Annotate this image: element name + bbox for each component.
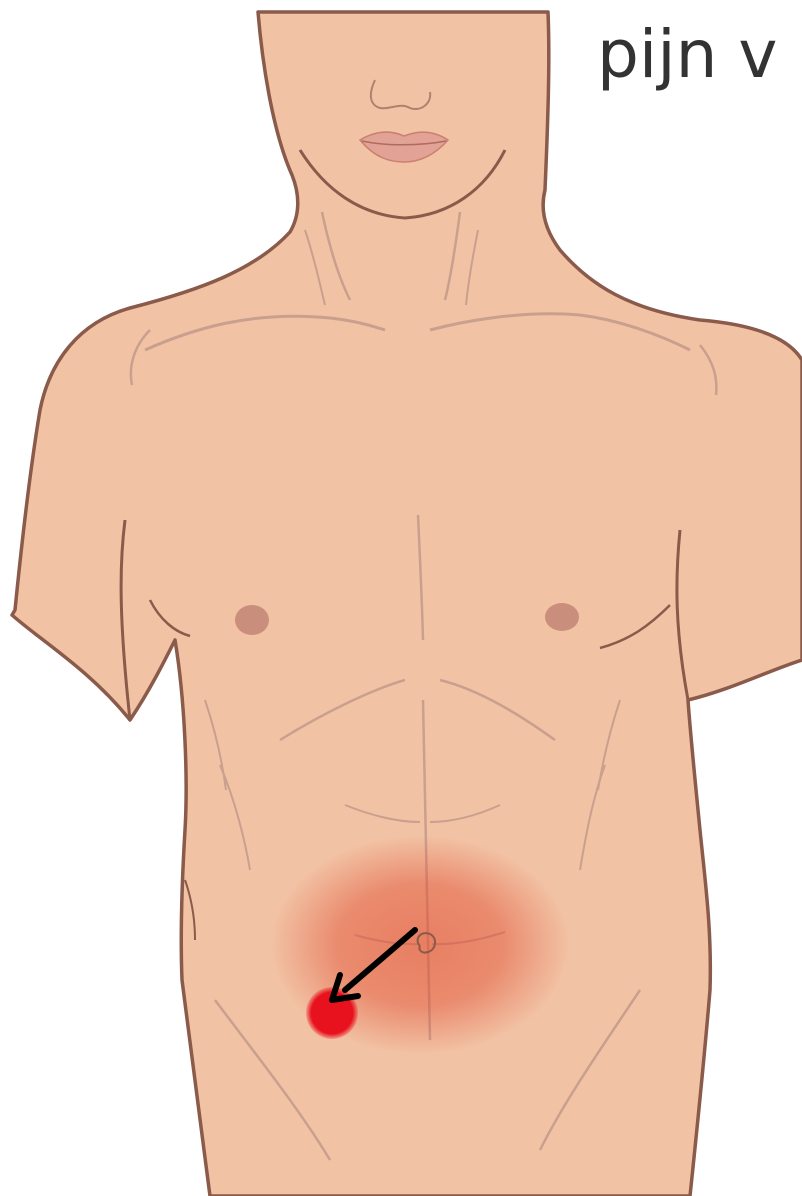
nipple-left [235,605,269,635]
caption-text: pijn v [597,22,777,88]
nipple-right [545,603,579,631]
